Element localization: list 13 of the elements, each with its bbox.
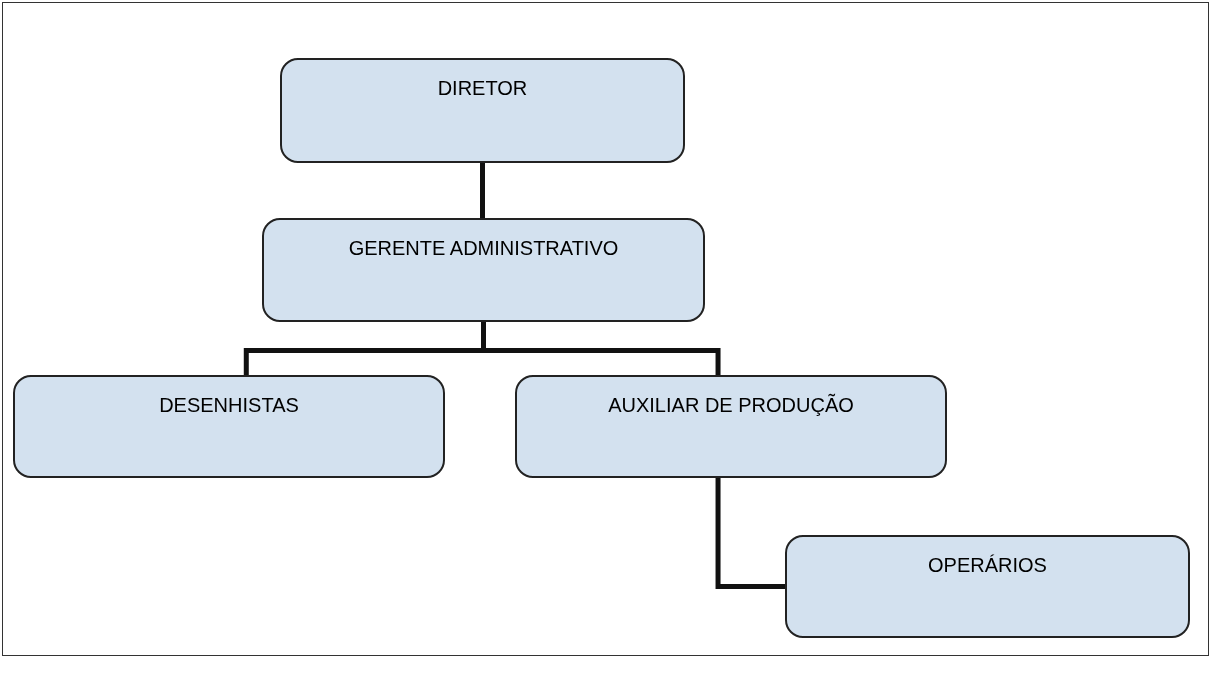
org-box xyxy=(280,58,685,163)
org-box xyxy=(785,535,1190,638)
connector-line xyxy=(480,163,485,218)
org-box xyxy=(13,375,445,478)
role-title: DIRETOR xyxy=(437,76,528,101)
role-title: AUXILIAR DE PRODUÇÃO xyxy=(608,393,854,418)
role-title: DESENHISTAS xyxy=(159,393,299,418)
role-title: GERENTE ADMINISTRATIVO xyxy=(348,236,619,261)
org-box xyxy=(515,375,947,478)
role-title: OPERÁRIOS xyxy=(928,553,1047,578)
connector-line xyxy=(481,322,721,375)
connector-line xyxy=(715,478,785,589)
org-box xyxy=(262,218,705,322)
